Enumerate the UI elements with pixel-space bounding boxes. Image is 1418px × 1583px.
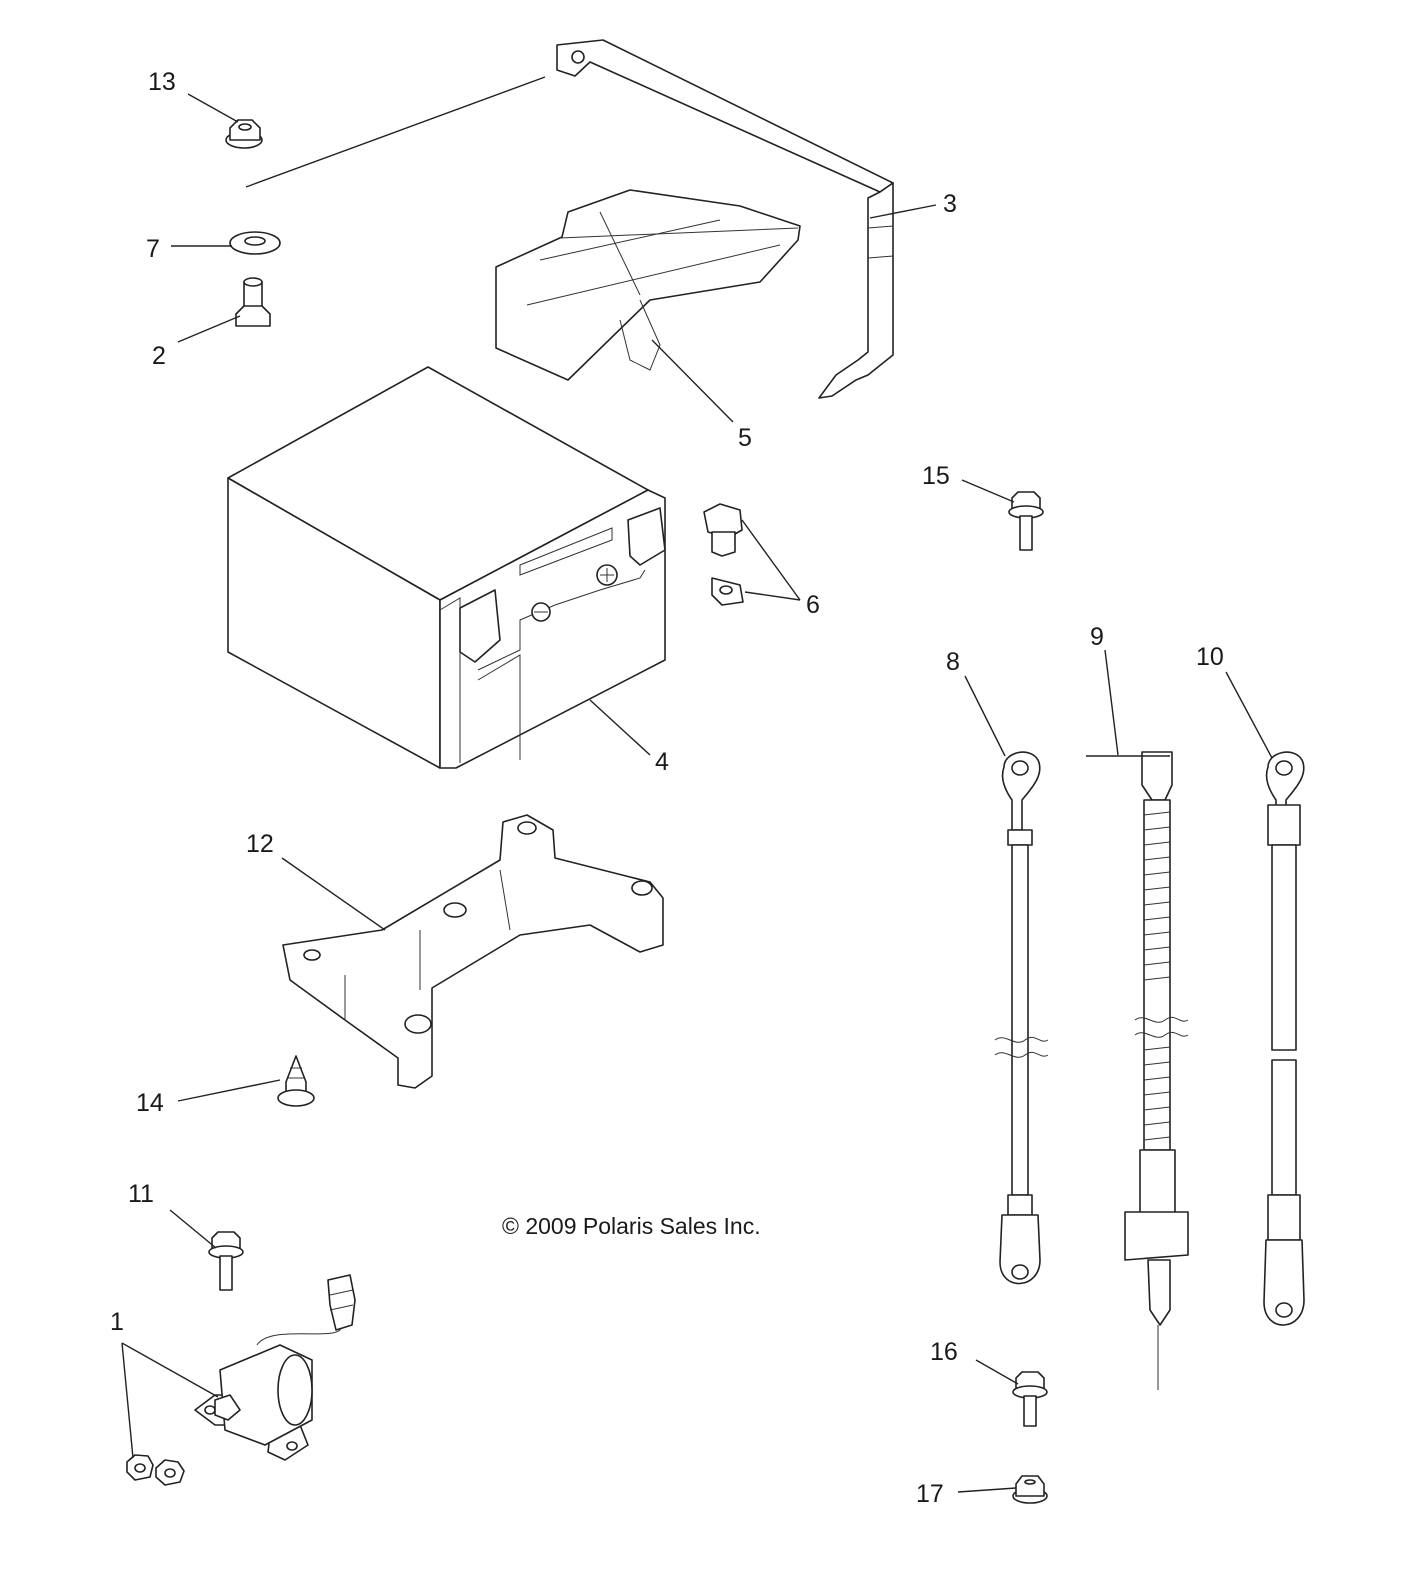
flange-bolt-16 <box>1012 1371 1048 1427</box>
terminal-bolt-and-washer <box>703 503 744 606</box>
flange-nut-17 <box>1012 1475 1048 1504</box>
flange-bolt-11 <box>208 1231 244 1291</box>
callout-16: 16 <box>930 1338 958 1366</box>
washer <box>229 231 281 255</box>
callout-15: 15 <box>922 462 950 490</box>
callout-14: 14 <box>136 1089 164 1117</box>
starter-solenoid <box>126 1274 356 1486</box>
callout-9: 9 <box>1090 623 1104 651</box>
hold-down-bracket <box>556 39 894 399</box>
flange-nut-top <box>225 119 263 149</box>
callout-2: 2 <box>152 342 166 370</box>
callout-1: 1 <box>110 1308 124 1336</box>
callout-8: 8 <box>946 648 960 676</box>
callout-17: 17 <box>916 1480 944 1508</box>
callout-4: 4 <box>655 748 669 776</box>
callout-3: 3 <box>943 190 957 218</box>
battery <box>227 366 666 769</box>
push-rivet <box>277 1055 315 1107</box>
battery-cable-10 <box>1263 751 1305 1326</box>
callout-6: 6 <box>806 591 820 619</box>
callout-11: 11 <box>128 1180 154 1208</box>
flange-bolt-15 <box>1008 491 1044 551</box>
callout-13: 13 <box>148 68 176 96</box>
callout-12: 12 <box>246 830 274 858</box>
battery-cable-9 <box>1124 751 1189 1390</box>
bolt <box>235 277 271 327</box>
callout-5: 5 <box>738 424 752 452</box>
battery-tray <box>282 814 664 1089</box>
leader-lines <box>121 76 1273 1493</box>
copyright-notice: © 2009 Polaris Sales Inc. <box>502 1213 761 1239</box>
battery-cable-8 <box>994 751 1049 1285</box>
callout-7: 7 <box>146 235 160 263</box>
battery-cover <box>495 189 801 381</box>
callout-10: 10 <box>1196 643 1224 671</box>
